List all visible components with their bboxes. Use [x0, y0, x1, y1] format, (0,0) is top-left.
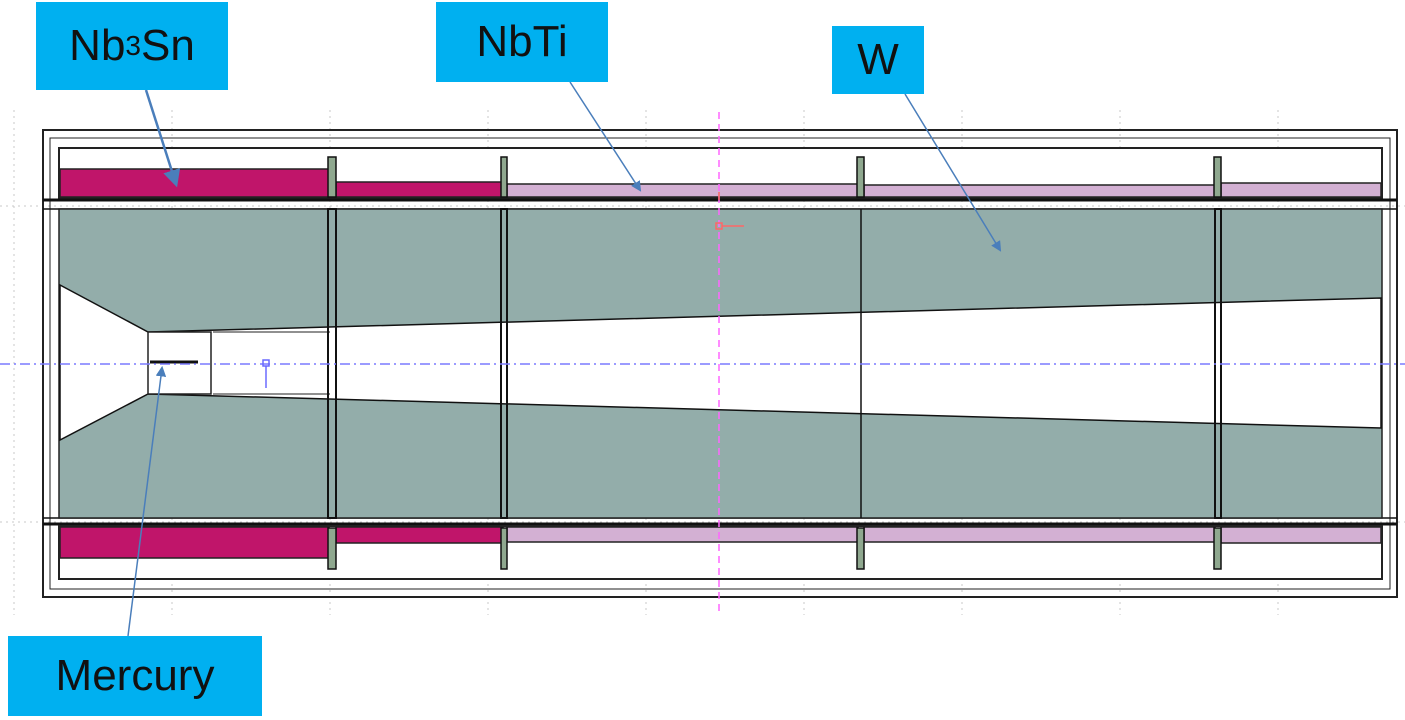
nb3sn-coil-top-2	[335, 181, 504, 198]
mercury-label-text: Mercury	[55, 651, 215, 700]
nbti-coil-top-2	[863, 184, 1216, 198]
nbti-leader	[569, 81, 642, 192]
nbti-coil-bottom-3	[1220, 526, 1382, 544]
nb3sn-leader	[144, 89, 181, 188]
w-label-text: W	[857, 35, 899, 84]
nb3sn-coil-bottom-1	[59, 526, 330, 559]
spacer-tabs	[327, 156, 1222, 570]
nb3sn-coil-top-1	[59, 168, 330, 198]
nbti-coil-bottom-1	[506, 526, 859, 543]
nbti-coil-top-3	[1220, 182, 1382, 198]
leader-arrows	[127, 81, 1002, 637]
w-leader	[904, 93, 1002, 252]
nb3sn-coil-bottom-2	[335, 526, 504, 544]
nbti-label-text: NbTi	[476, 17, 568, 66]
nb3sn-label-tail: Sn	[141, 21, 195, 70]
nbti-coil-bottom-2	[863, 526, 1216, 543]
nbti-label: NbTi	[436, 2, 608, 82]
nbti-coil-top-1	[506, 183, 859, 198]
bottom-coil-region	[43, 517, 1397, 580]
nb3sn-label-subscript: 3	[125, 30, 141, 61]
nb3sn-label-base: Nb	[69, 21, 126, 70]
mercury-leader	[127, 365, 167, 637]
mercury-label: Mercury	[8, 636, 262, 716]
top-coil-region	[43, 147, 1397, 210]
mercury-target	[147, 331, 330, 395]
origin-markers	[262, 192, 744, 388]
w-label: W	[832, 26, 924, 94]
